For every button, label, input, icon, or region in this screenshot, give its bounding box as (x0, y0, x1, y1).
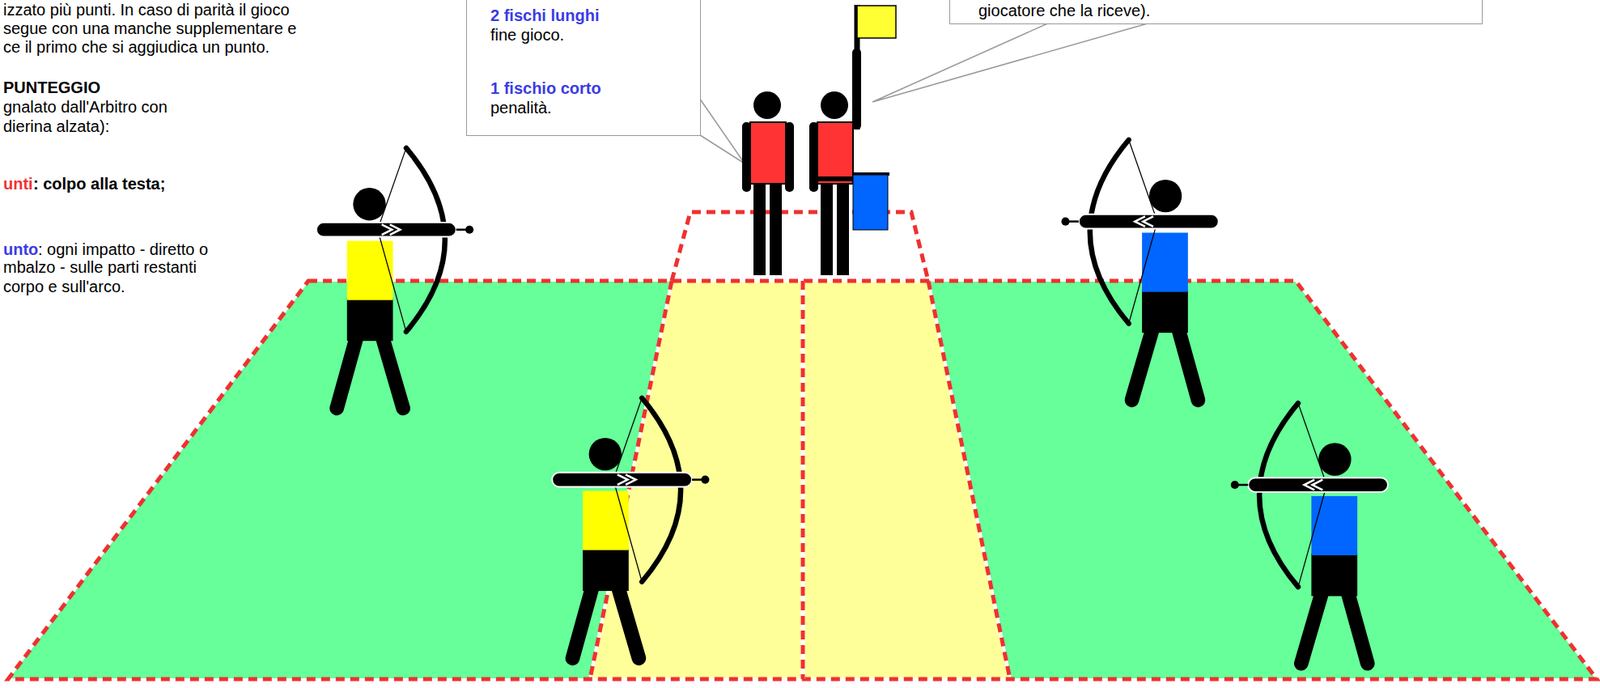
green-field (8, 280, 1597, 680)
rule-text: izzato più punti. In caso di parità il g… (3, 0, 290, 19)
callout-text: 1 fischio corto (490, 79, 602, 98)
score-text: : colpo alla testa; (33, 174, 166, 193)
score-text: corpo e sull'arco. (3, 277, 126, 296)
score-text: : ogni impatto - diretto o (38, 240, 208, 259)
score-value: unto (3, 240, 39, 259)
section-heading: PUNTEGGIO (3, 78, 101, 97)
rule-text: ce il primo che si aggiudica un punto. (3, 38, 270, 56)
archer-figure (316, 148, 474, 409)
score-value: unti (3, 174, 34, 193)
referee-figure (742, 91, 794, 276)
callout-tail (697, 95, 745, 164)
rule-text: dierina alzata): (3, 117, 110, 136)
referee-area-boundary (671, 212, 929, 281)
archer-figure (1061, 140, 1219, 401)
referee-figure (809, 4, 896, 276)
lane-boundary (928, 280, 1011, 680)
callout-box: giocatore che la riceve). (949, 0, 1483, 25)
rule-text: gnalato dall'Arbitro con (3, 97, 168, 116)
field-boundary (8, 280, 1597, 680)
score-text: mbalzo - sulle parti restanti (3, 258, 197, 276)
callout-text: 2 fischi lunghi (490, 6, 599, 25)
callout-text: giocatore che la riceve). (978, 1, 1151, 20)
center-line-ground (801, 280, 806, 680)
center-line (801, 280, 806, 680)
archer-figure (1230, 403, 1388, 664)
callout-tail (872, 21, 1154, 102)
callout-text: penalità. (490, 98, 552, 117)
archer-figure (551, 398, 709, 659)
rule-text: segue con una manche supplementare e (3, 19, 297, 38)
callout-text: fine gioco. (490, 25, 565, 44)
callout-box: 2 fischi lunghifine gioco. 1 fischio cort… (466, 0, 701, 136)
